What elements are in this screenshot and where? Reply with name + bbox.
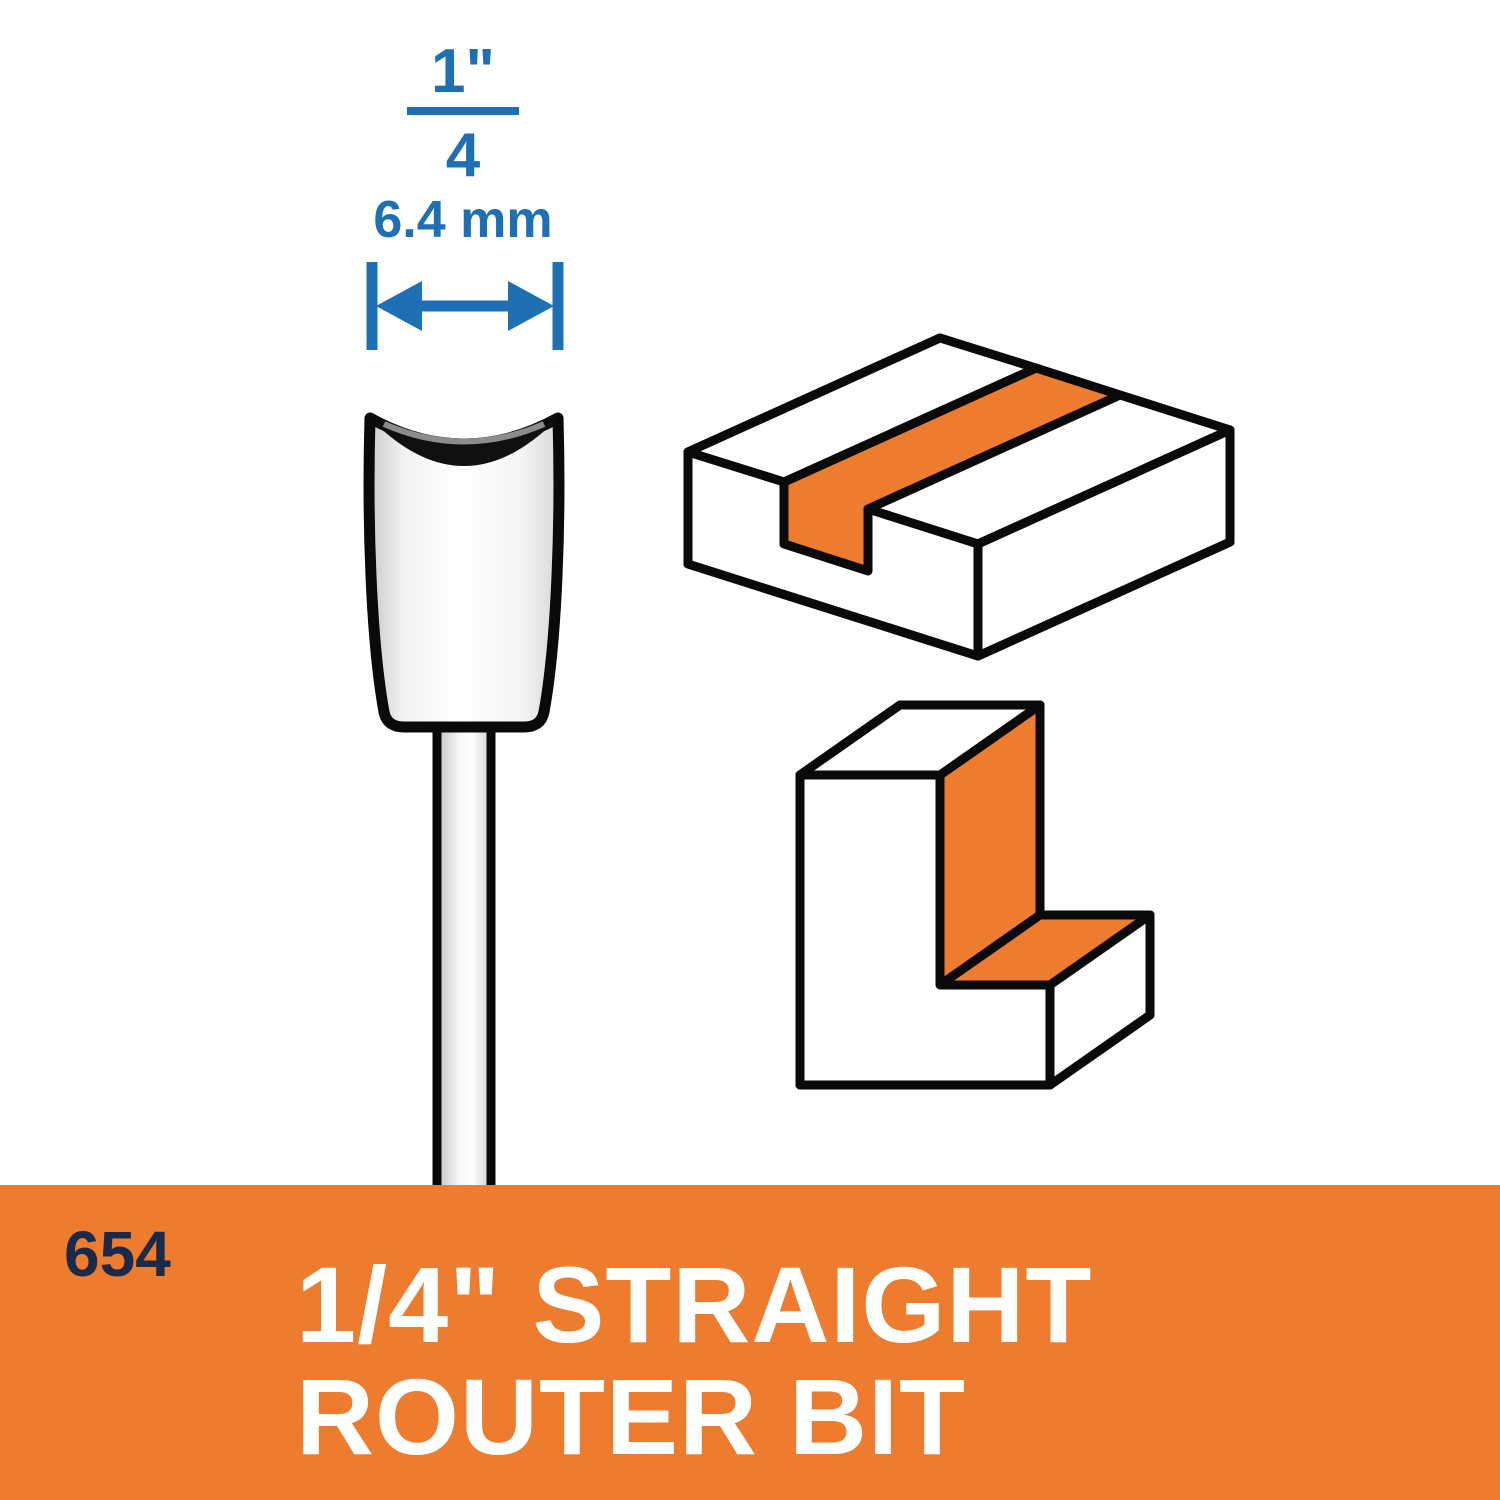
product-title-line-2: ROUTER BIT	[296, 1356, 966, 1477]
product-title-line-1: 1/4" STRAIGHT	[296, 1244, 1093, 1365]
dimension-numerator: 1"	[431, 37, 495, 106]
product-banner: 654 1/4" STRAIGHT ROUTER BIT	[0, 1185, 1500, 1500]
router-bit-cutting-edge	[370, 418, 558, 466]
arrowhead-left-icon	[376, 281, 422, 331]
fraction-bar-icon	[407, 107, 519, 115]
groove-front-face	[683, 447, 983, 661]
router-bit-shank	[432, 710, 496, 1205]
groove-cut-example	[683, 333, 1235, 661]
model-number: 654	[64, 1218, 171, 1290]
router-bit-illustration	[363, 412, 565, 1205]
dimension-denominator: 4	[445, 121, 481, 190]
cutting-edge-highlight	[382, 421, 546, 445]
dimension-arrow-icon	[366, 262, 564, 350]
dimension-metric: 6.4 mm	[373, 191, 553, 249]
rabbet-front-face	[795, 770, 1055, 1090]
arrowhead-right-icon	[508, 281, 554, 331]
groove-side-face	[973, 425, 1235, 661]
rabbet-cut-example	[795, 700, 1155, 1090]
product-title: 1/4" STRAIGHT ROUTER BIT	[296, 1249, 1092, 1473]
